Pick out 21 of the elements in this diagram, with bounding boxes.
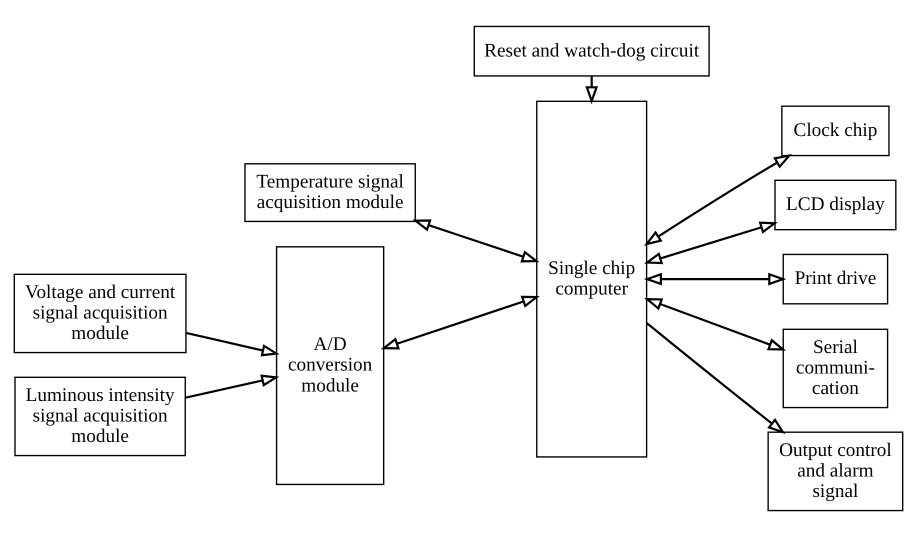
node-box: Voltage and current signal acquisition module bbox=[14, 274, 187, 354]
node-box: Luminous intensity signal acquisition module bbox=[14, 376, 186, 456]
arrow bbox=[412, 219, 540, 262]
arrow bbox=[644, 272, 786, 286]
node-box: Reset and watch-dog circuit bbox=[474, 26, 710, 77]
node-box: LCD display bbox=[774, 180, 897, 230]
arrow bbox=[644, 222, 778, 264]
node-box: Output control and alarm signal bbox=[767, 432, 904, 512]
arrow bbox=[380, 296, 540, 350]
arrow bbox=[644, 154, 792, 246]
node-box: A/D conversion module bbox=[276, 246, 384, 486]
arrow bbox=[185, 374, 280, 399]
arrow bbox=[644, 298, 786, 351]
node-box: Temperature signal acquisition module bbox=[244, 163, 416, 222]
node-box: Serial communi- cation bbox=[782, 328, 888, 408]
node-box: Single chip computer bbox=[536, 100, 648, 458]
node-box: Clock chip bbox=[781, 105, 890, 156]
arrow bbox=[585, 76, 598, 104]
arrow bbox=[186, 332, 280, 356]
node-box: Print drive bbox=[782, 254, 888, 305]
arrow bbox=[646, 322, 786, 434]
